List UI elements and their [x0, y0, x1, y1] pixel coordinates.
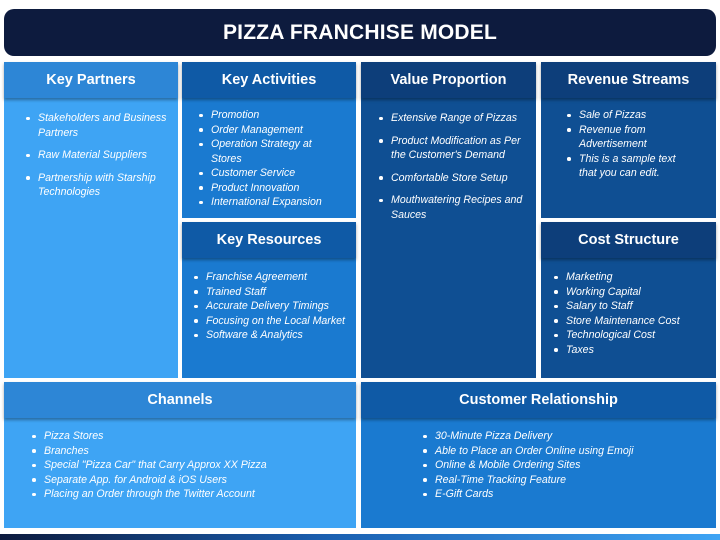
list-item: Real-Time Tracking Feature	[421, 473, 691, 488]
list-item: Salary to Staff	[552, 299, 712, 314]
list-item: Sale of Pizzas	[565, 108, 695, 123]
value-proposition-list: Extensive Range of Pizzas Product Modifi…	[377, 111, 527, 222]
list-item: Revenue from Advertisement	[565, 123, 695, 152]
list-item: Accurate Delivery Timings	[192, 299, 354, 314]
key-activities-body: Promotion Order Management Operation Str…	[182, 98, 356, 218]
revenue-streams-list: Sale of Pizzas Revenue from Advertisemen…	[565, 108, 695, 181]
cost-structure-box: Cost Structure Marketing Working Capital…	[541, 222, 716, 378]
list-item: Pizza Stores	[30, 429, 330, 444]
value-proposition-heading: Value Proportion	[361, 62, 536, 98]
customer-relationship-list: 30-Minute Pizza Delivery Able to Place a…	[421, 429, 691, 502]
list-item: Product Innovation	[197, 181, 352, 196]
list-item: 30-Minute Pizza Delivery	[421, 429, 691, 444]
list-item: Placing an Order through the Twitter Acc…	[30, 487, 330, 502]
list-item: Stakeholders and Business Partners	[24, 111, 169, 140]
key-resources-list: Franchise Agreement Trained Staff Accura…	[192, 270, 354, 343]
list-item: Customer Service	[197, 166, 352, 181]
list-item: Store Maintenance Cost	[552, 314, 712, 329]
channels-box: Channels Pizza Stores Branches Special "…	[4, 382, 356, 528]
key-partners-list: Stakeholders and Business Partners Raw M…	[24, 111, 169, 200]
cost-structure-body: Marketing Working Capital Salary to Staf…	[541, 258, 716, 378]
list-item: Operation Strategy at Stores	[197, 137, 352, 166]
value-proposition-box: Value Proportion Extensive Range of Pizz…	[361, 62, 536, 378]
list-item: Software & Analytics	[192, 328, 354, 343]
channels-list: Pizza Stores Branches Special "Pizza Car…	[30, 429, 330, 502]
key-partners-heading: Key Partners	[4, 62, 178, 98]
list-item: Promotion	[197, 108, 352, 123]
list-item: Focusing on the Local Market	[192, 314, 354, 329]
value-proposition-body: Extensive Range of Pizzas Product Modifi…	[361, 98, 536, 378]
key-resources-body: Franchise Agreement Trained Staff Accura…	[182, 258, 356, 378]
list-item: Branches	[30, 444, 330, 459]
list-item: Able to Place an Order Online using Emoj…	[421, 444, 691, 459]
revenue-streams-body: Sale of Pizzas Revenue from Advertisemen…	[541, 98, 716, 218]
channels-body: Pizza Stores Branches Special "Pizza Car…	[4, 418, 356, 528]
cost-structure-list: Marketing Working Capital Salary to Staf…	[552, 270, 712, 357]
channels-heading: Channels	[4, 382, 356, 418]
revenue-streams-box: Revenue Streams Sale of Pizzas Revenue f…	[541, 62, 716, 218]
list-item: Technological Cost	[552, 328, 712, 343]
list-item: Taxes	[552, 343, 712, 358]
bottom-decor-strip	[0, 534, 720, 540]
list-item: Special "Pizza Car" that Carry Approx XX…	[30, 458, 330, 473]
list-item: E-Gift Cards	[421, 487, 691, 502]
list-item: Separate App. for Android & iOS Users	[30, 473, 330, 488]
list-item: Marketing	[552, 270, 712, 285]
list-item: Online & Mobile Ordering Sites	[421, 458, 691, 473]
key-partners-body: Stakeholders and Business Partners Raw M…	[4, 98, 178, 378]
list-item: Mouthwatering Recipes and Sauces	[377, 193, 527, 222]
list-item: Franchise Agreement	[192, 270, 354, 285]
cost-structure-heading: Cost Structure	[541, 222, 716, 258]
list-item: Extensive Range of Pizzas	[377, 111, 527, 126]
revenue-streams-heading: Revenue Streams	[541, 62, 716, 98]
list-item: Comfortable Store Setup	[377, 171, 527, 186]
key-activities-list: Promotion Order Management Operation Str…	[197, 108, 352, 210]
customer-relationship-body: 30-Minute Pizza Delivery Able to Place a…	[361, 418, 716, 528]
list-item: Partnership with Starship Technologies	[24, 171, 169, 200]
customer-relationship-box: Customer Relationship 30-Minute Pizza De…	[361, 382, 716, 528]
list-item: Raw Material Suppliers	[24, 148, 169, 163]
key-activities-box: Key Activities Promotion Order Managemen…	[182, 62, 356, 218]
key-resources-heading: Key Resources	[182, 222, 356, 258]
list-item: Order Management	[197, 123, 352, 138]
page-title: PIZZA FRANCHISE MODEL	[4, 9, 716, 56]
key-activities-heading: Key Activities	[182, 62, 356, 98]
key-partners-box: Key Partners Stakeholders and Business P…	[4, 62, 178, 378]
customer-relationship-heading: Customer Relationship	[361, 382, 716, 418]
list-item: This is a sample text that you can edit.	[565, 152, 695, 181]
list-item: Working Capital	[552, 285, 712, 300]
list-item: Trained Staff	[192, 285, 354, 300]
key-resources-box: Key Resources Franchise Agreement Traine…	[182, 222, 356, 378]
list-item: International Expansion	[197, 195, 352, 210]
list-item: Product Modification as Per the Customer…	[377, 134, 527, 163]
